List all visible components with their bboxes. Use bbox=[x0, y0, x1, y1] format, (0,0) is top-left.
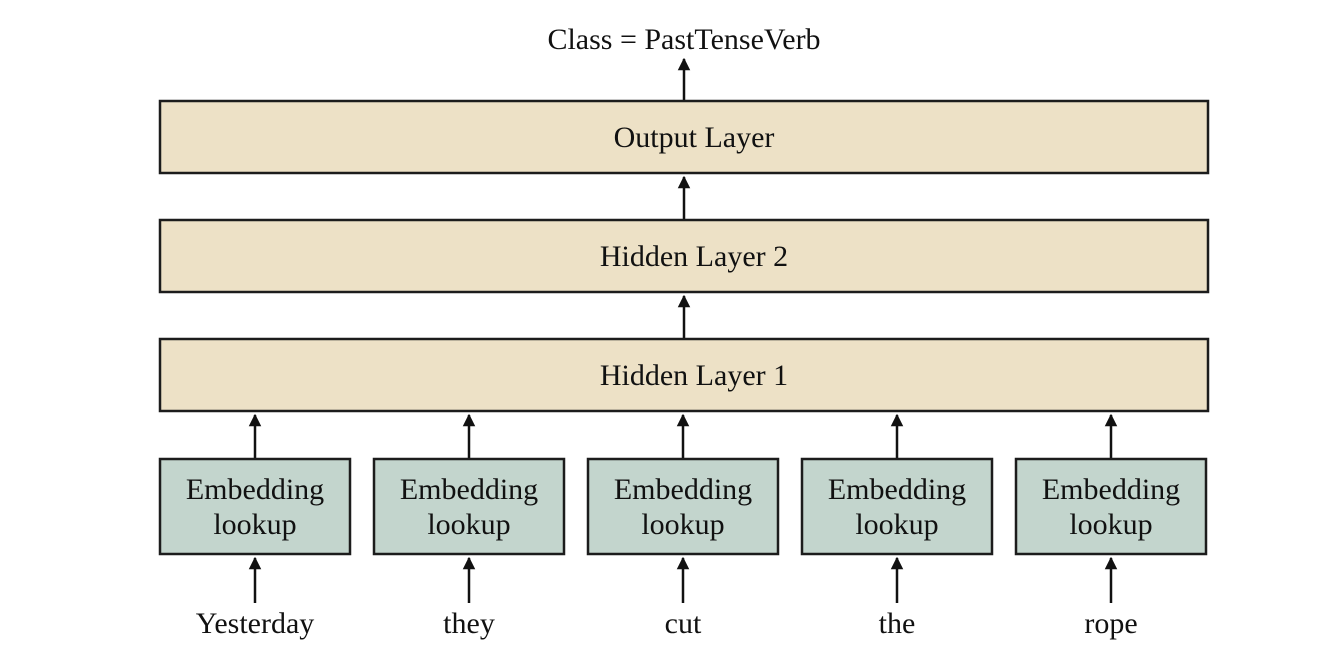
embedding-columns: EmbeddinglookupYesterdayEmbeddinglookupt… bbox=[158, 413, 1208, 640]
embedding-label-line1: Embedding bbox=[1042, 473, 1180, 506]
embedding-label-line1: Embedding bbox=[400, 473, 538, 506]
embedding-label-line2: lookup bbox=[427, 508, 510, 541]
output-class-label: Class = PastTenseVerb bbox=[547, 23, 820, 56]
embedding-lookup-box bbox=[586, 457, 780, 556]
hidden-layer-2: Hidden Layer 2 bbox=[158, 218, 1210, 294]
embedding-label-line2: lookup bbox=[641, 508, 724, 541]
embedding-lookup-box bbox=[800, 457, 994, 556]
embedding-lookup-box bbox=[1014, 457, 1208, 556]
hidden-layer-2-label: Hidden Layer 2 bbox=[600, 240, 788, 273]
embedding-label-line2: lookup bbox=[213, 508, 296, 541]
input-word: they bbox=[443, 607, 495, 640]
input-word: rope bbox=[1084, 607, 1137, 640]
embedding-label-line1: Embedding bbox=[614, 473, 752, 506]
embedding-label-line1: Embedding bbox=[186, 473, 324, 506]
embedding-label-line2: lookup bbox=[1069, 508, 1152, 541]
output-layer-label: Output Layer bbox=[614, 121, 775, 154]
hidden-layer-1: Hidden Layer 1 bbox=[158, 337, 1210, 413]
embedding-label-line2: lookup bbox=[855, 508, 938, 541]
input-word: cut bbox=[665, 607, 702, 640]
hidden-layer-1-label: Hidden Layer 1 bbox=[600, 359, 788, 392]
embedding-lookup-box bbox=[372, 457, 566, 556]
embedding-lookup-box bbox=[158, 457, 352, 556]
input-word: the bbox=[879, 607, 916, 640]
output-layer: Output Layer bbox=[158, 99, 1210, 175]
input-word: Yesterday bbox=[196, 607, 315, 640]
embedding-label-line1: Embedding bbox=[828, 473, 966, 506]
